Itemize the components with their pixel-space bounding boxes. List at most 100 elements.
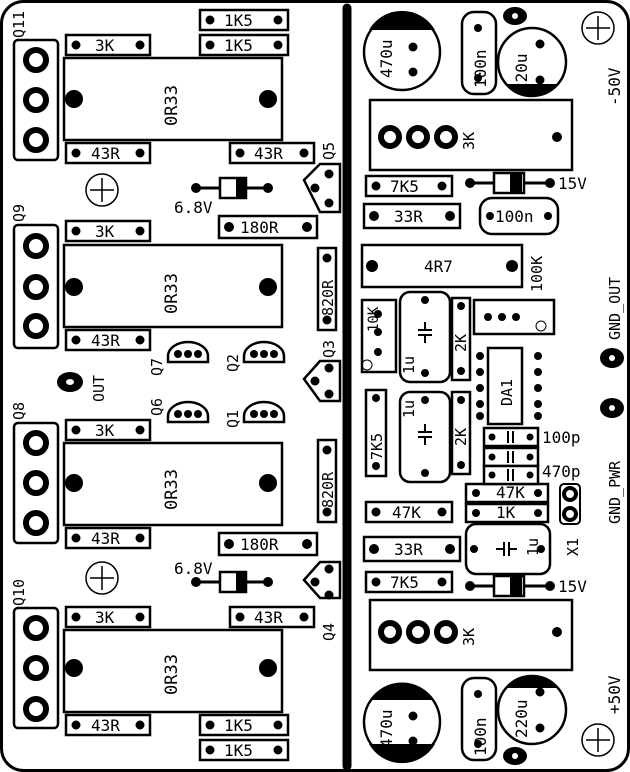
zener-diodes-right (465, 171, 555, 598)
label-3k-trim-top: 3K (460, 132, 478, 150)
label-43r-4: 43R (91, 529, 120, 548)
label-q4: Q4 (320, 623, 338, 641)
header-q10 (12, 606, 60, 730)
film-100n-horizontal (478, 196, 560, 236)
small-resistor-pads-right (366, 181, 542, 587)
trimmers-3k (368, 98, 574, 672)
label-100p: 100p (542, 428, 581, 447)
label-plus50v: +50V (605, 675, 624, 714)
trimmer-10k (360, 298, 398, 374)
label-1k5-1: 1K5 (224, 11, 253, 30)
label-100n-h: 100n (495, 207, 534, 226)
label-0r33-1: 0R33 (162, 85, 182, 126)
label-7k5-bot: 7K5 (390, 573, 419, 592)
label-q2: Q2 (224, 354, 242, 372)
gnd-pads (600, 348, 624, 418)
resistor-2k-pads (457, 302, 465, 469)
label-q3: Q3 (320, 340, 338, 358)
capacitor-symbols (418, 322, 517, 556)
label-q1: Q1 (224, 410, 242, 428)
label-15v-bot: 15V (558, 577, 587, 596)
label-1k5-4: 1K5 (224, 741, 253, 760)
label-15v-top: 15V (558, 174, 587, 193)
label-3k-1: 3K (95, 36, 115, 55)
label-gnd-pwr: GND_PWR (606, 460, 624, 524)
label-q9: Q9 (10, 204, 28, 222)
label-33r-top: 33R (394, 207, 423, 226)
header-q8 (12, 421, 60, 545)
label-q8: Q8 (10, 402, 28, 420)
label-1u-1: 1u (400, 356, 418, 374)
label-0r33-4: 0R33 (162, 654, 182, 695)
label-4r7: 4R7 (424, 257, 453, 276)
supply-pads (474, 7, 527, 765)
label-0r33-2: 0R33 (162, 273, 182, 314)
label-470u-bot: 470u (377, 709, 396, 748)
label-43r-2: 43R (254, 144, 283, 163)
label-1k: 1K (496, 503, 516, 522)
label-x1: X1 (564, 538, 582, 556)
label-zener-68-2: 6.8V (174, 559, 213, 578)
label-220u-top: 220u (512, 53, 531, 92)
label-43r-3: 43R (91, 331, 120, 350)
resistor-7k5-vertical (364, 388, 388, 478)
label-470p: 470p (542, 462, 581, 481)
label-2k-2: 2K (452, 428, 470, 446)
header-q11 (12, 38, 60, 162)
small-resistors-right (360, 174, 550, 594)
label-q6: Q6 (148, 398, 166, 416)
driver-transistor-pads (310, 169, 334, 600)
label-1k5-2: 1K5 (224, 36, 253, 55)
label-0r33-3: 0R33 (162, 469, 182, 510)
label-180r-2: 180R (240, 535, 279, 554)
ceramic-caps (482, 426, 540, 486)
label-q7: Q7 (148, 358, 166, 376)
label-da1: DA1 (498, 379, 516, 406)
label-180r-1: 180R (240, 218, 279, 237)
to92-pads (174, 350, 278, 418)
label-820r-2: 820R (319, 471, 337, 508)
label-100n-bot: 100n (471, 717, 490, 756)
small-resistors-left (64, 8, 338, 762)
header-q9 (12, 223, 60, 350)
label-10k: 10K (366, 306, 382, 332)
driver-transistors (302, 162, 342, 600)
label-minus50v: -50V (605, 67, 624, 106)
label-100n-top: 100n (471, 49, 490, 88)
small-resistor-pads-left (71, 15, 332, 755)
label-220u-bot: 220u (512, 699, 531, 738)
label-43r-6: 43R (91, 716, 120, 735)
capacitor-1u-pads (421, 296, 545, 553)
label-3k-trim-bot: 3K (460, 628, 478, 646)
film-100n-vertical (460, 10, 498, 762)
label-100k: 100K (528, 256, 546, 292)
label-47k-right: 47K (496, 483, 525, 502)
electrolytic-470u (362, 10, 442, 764)
label-gnd-out: GND_OUT (606, 277, 624, 340)
label-q5: Q5 (320, 142, 338, 160)
label-3k-3: 3K (95, 421, 115, 440)
power-resistors (62, 56, 284, 714)
label-7k5-top: 7K5 (390, 177, 419, 196)
label-43r-1: 43R (91, 144, 120, 163)
resistors-2k (450, 296, 472, 476)
label-470u-top: 470u (377, 39, 396, 78)
label-33r-bot: 33R (394, 540, 423, 559)
label-zener-68-1: 6.8V (174, 198, 213, 217)
trimmer-offset (472, 298, 556, 336)
label-1u-2: 1u (400, 400, 418, 418)
label-820r-1: 820R (319, 279, 337, 316)
label-1u-3: 1u (524, 538, 542, 556)
label-q10: Q10 (10, 579, 28, 606)
label-3k-4: 3K (95, 608, 115, 627)
ic-da1 (476, 346, 542, 426)
zener-diodes-left (191, 176, 273, 594)
power-resistor-pads (65, 90, 277, 677)
label-q11: Q11 (10, 11, 28, 38)
label-3k-2: 3K (95, 222, 115, 241)
mounting-holes-left (85, 173, 119, 595)
label-1k5-3: 1K5 (224, 716, 253, 735)
label-43r-5: 43R (254, 608, 283, 627)
